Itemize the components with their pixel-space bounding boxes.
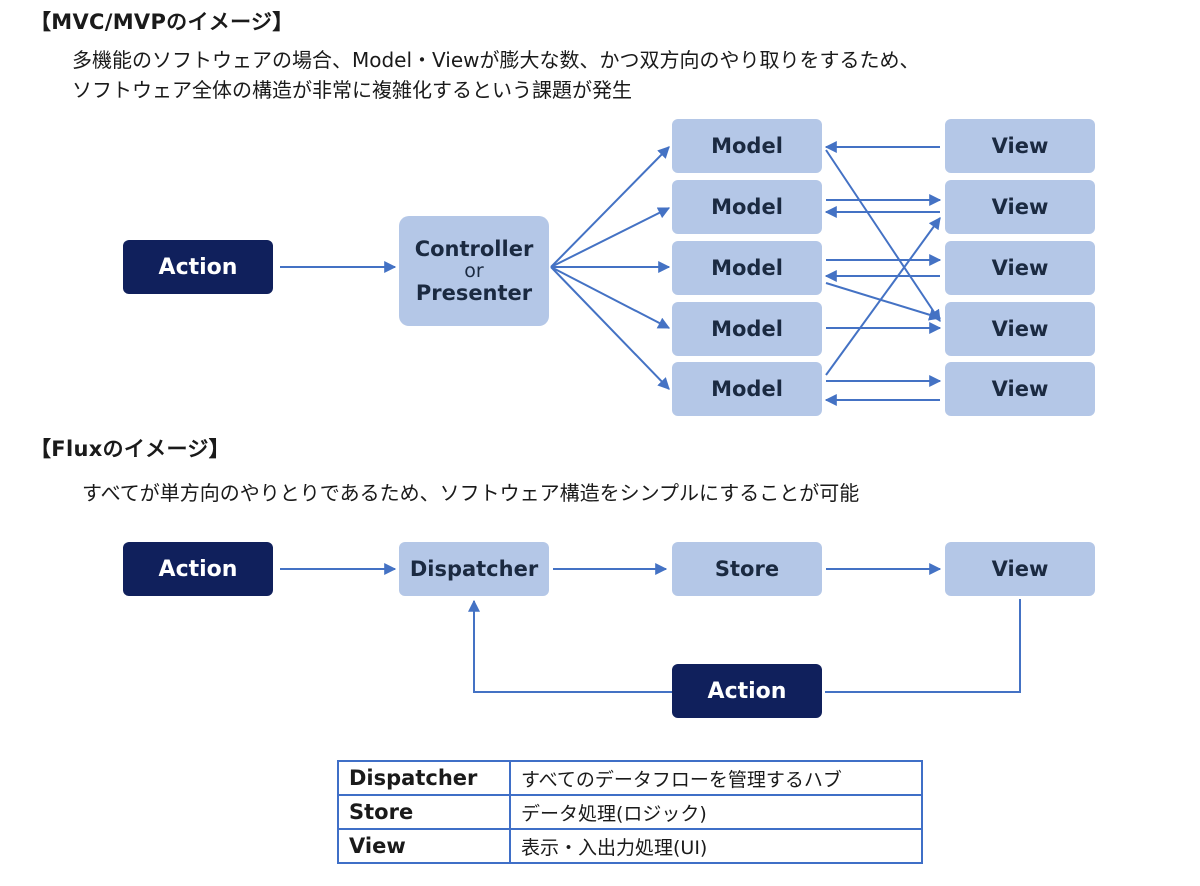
mvc-heading: 【MVC/MVPのイメージ】 <box>30 10 294 34</box>
glossary-term: Dispatcher <box>337 760 511 796</box>
arrow-model1-to-view4 <box>825 149 941 322</box>
flux-heading: 【Fluxのイメージ】 <box>30 437 230 461</box>
glossary-definition: すべてのデータフローを管理するハブ <box>509 760 923 796</box>
model-box: Model <box>672 302 822 356</box>
or-label: or <box>464 260 484 282</box>
glossary-table: Dispatcher すべてのデータフローを管理するハブ Store データ処理… <box>337 760 923 864</box>
arrow-feedback-action-to-dispatcher <box>468 599 672 693</box>
dispatcher-box: Dispatcher <box>399 542 549 596</box>
model-box: Model <box>672 119 822 173</box>
flux-view-box: View <box>945 542 1095 596</box>
view-box: View <box>945 241 1095 295</box>
model-box: Model <box>672 180 822 234</box>
table-row: Dispatcher すべてのデータフローを管理するハブ <box>337 760 923 796</box>
glossary-definition: データ処理(ロジック) <box>509 794 923 830</box>
flux-action-box: Action <box>123 542 273 596</box>
glossary-term: View <box>337 828 511 864</box>
model-box: Model <box>672 362 822 416</box>
arrow-controller-to-model-4 <box>550 266 671 329</box>
line-view-to-feedback-action <box>825 599 1021 693</box>
flux-description: すべてが単方向のやりとりであるため、ソフトウェア構造をシンプルにすることが可能 <box>82 481 860 505</box>
controller-presenter-box: Controller or Presenter <box>399 216 549 326</box>
table-row: Store データ処理(ロジック) <box>337 794 923 830</box>
view-box: View <box>945 362 1095 416</box>
mvc-action-box: Action <box>123 240 273 294</box>
arrow-model5-to-view2 <box>825 217 941 376</box>
view-box: View <box>945 119 1095 173</box>
arrow-controller-to-model-1 <box>550 146 670 268</box>
table-row: View 表示・入出力処理(UI) <box>337 828 923 864</box>
mvc-description-line-1: 多機能のソフトウェアの場合、Model・Viewが膨大な数、かつ双方向のやり取り… <box>72 48 920 72</box>
view-box: View <box>945 180 1095 234</box>
store-box: Store <box>672 542 822 596</box>
glossary-term: Store <box>337 794 511 830</box>
model-box: Model <box>672 241 822 295</box>
feedback-action-box: Action <box>672 664 822 718</box>
presenter-label: Presenter <box>415 281 533 305</box>
mvc-description-line-2: ソフトウェア全体の構造が非常に複雑化するという課題が発生 <box>72 78 632 102</box>
controller-label: Controller <box>414 237 534 261</box>
glossary-definition: 表示・入出力処理(UI) <box>509 828 923 864</box>
arrow-model3-to-view4 <box>825 282 942 321</box>
arrow-controller-to-model-5 <box>550 266 670 390</box>
arrow-controller-to-model-2 <box>550 207 671 268</box>
view-box: View <box>945 302 1095 356</box>
